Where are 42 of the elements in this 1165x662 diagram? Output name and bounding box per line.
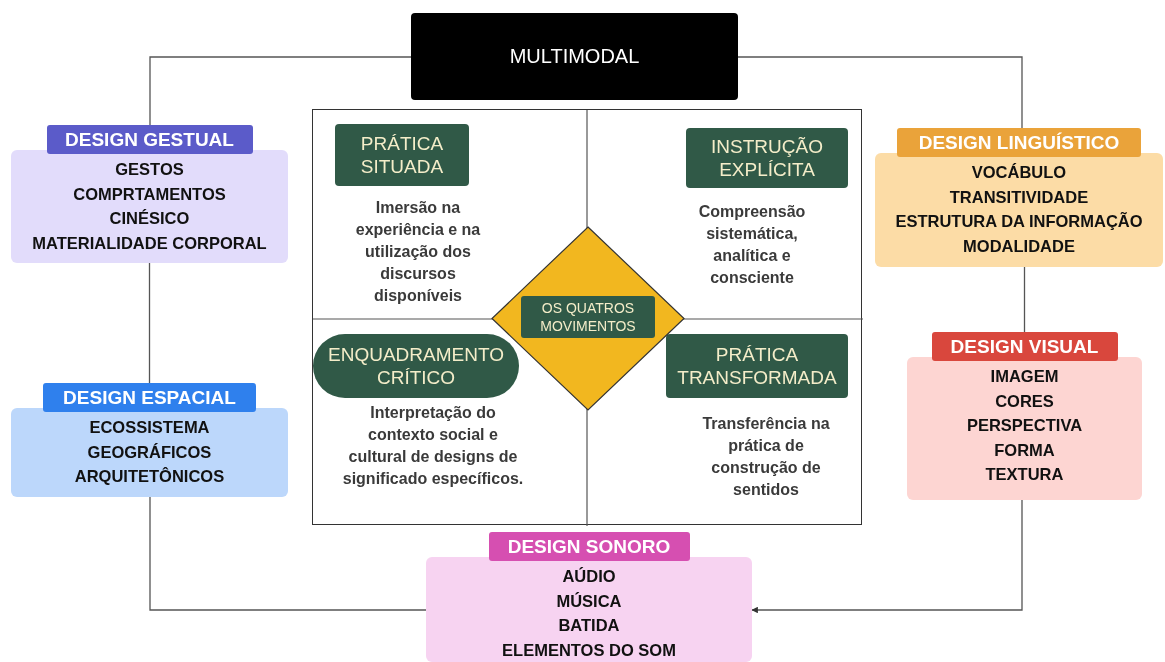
list-item: FORMA <box>993 439 1056 461</box>
list-item: TEXTURA <box>984 464 1065 485</box>
description-text: Interpretação do contexto social e cultural de designs de significado específicos. <box>341 403 525 489</box>
description-text: Compreensão sistemática, analítica e consciente <box>697 202 807 288</box>
list-item: AÚDIO <box>561 566 617 587</box>
quadrant-frame <box>312 109 862 525</box>
section-title: PRÁTICA TRANSFORMADA <box>666 334 848 398</box>
list-item: MATERIALIDADE CORPORAL <box>31 232 268 254</box>
card-header: DESIGN SONORO <box>488 532 690 561</box>
list-item: GEOGRÁFICOS <box>86 441 213 463</box>
list-item: COMPRTAMENTOS <box>72 183 227 205</box>
connector-line <box>737 56 1023 129</box>
list-item: PERSPECTIVA <box>965 415 1084 436</box>
title-box: MULTIMODAL <box>411 13 738 100</box>
list-item: MÚSICA <box>555 590 623 612</box>
list-item: ELEMENTOS DO SOM <box>501 639 677 661</box>
list-item: TRANSITIVIDADE <box>948 186 1090 208</box>
list-item: MODALIDADE <box>962 235 1076 257</box>
section-title: ENQUADRAMENTO CRÍTICO <box>313 334 519 398</box>
list-item: CORES <box>994 390 1055 412</box>
card-header: DESIGN LINGUÍSTICO <box>897 128 1141 157</box>
description-text: Imersão na experiência e na utilização dos discursos disponíveis <box>354 198 482 306</box>
card-header: DESIGN VISUAL <box>931 332 1118 361</box>
list-item: IMAGEM <box>989 366 1060 387</box>
list-item: CINÉSICO <box>108 208 191 229</box>
list-item: VOCÁBULO <box>970 162 1068 183</box>
connector-line <box>149 496 427 611</box>
list-item: BATIDA <box>557 615 621 636</box>
section-title: PRÁTICA SITUADA <box>335 124 469 186</box>
section-title: INSTRUÇÃO EXPLÍCITA <box>686 128 848 188</box>
connector-line <box>1023 266 1026 333</box>
card-header: DESIGN ESPACIAL <box>43 383 256 412</box>
list-item: GESTOS <box>114 159 185 180</box>
list-item: ESTRUTURA DA INFORMAÇÃO <box>894 211 1144 232</box>
center-label: OS QUATROS MOVIMENTOS <box>521 296 655 338</box>
connector-line <box>751 499 1023 614</box>
description-text: Transferência na prática de construção de sentidos <box>701 414 831 500</box>
list-item: ARQUITETÔNICOS <box>73 466 226 487</box>
connector-line <box>148 262 151 384</box>
card-header: DESIGN GESTUAL <box>46 125 253 154</box>
connector-line <box>149 56 412 126</box>
list-item: ECOSSISTEMA <box>88 417 211 438</box>
